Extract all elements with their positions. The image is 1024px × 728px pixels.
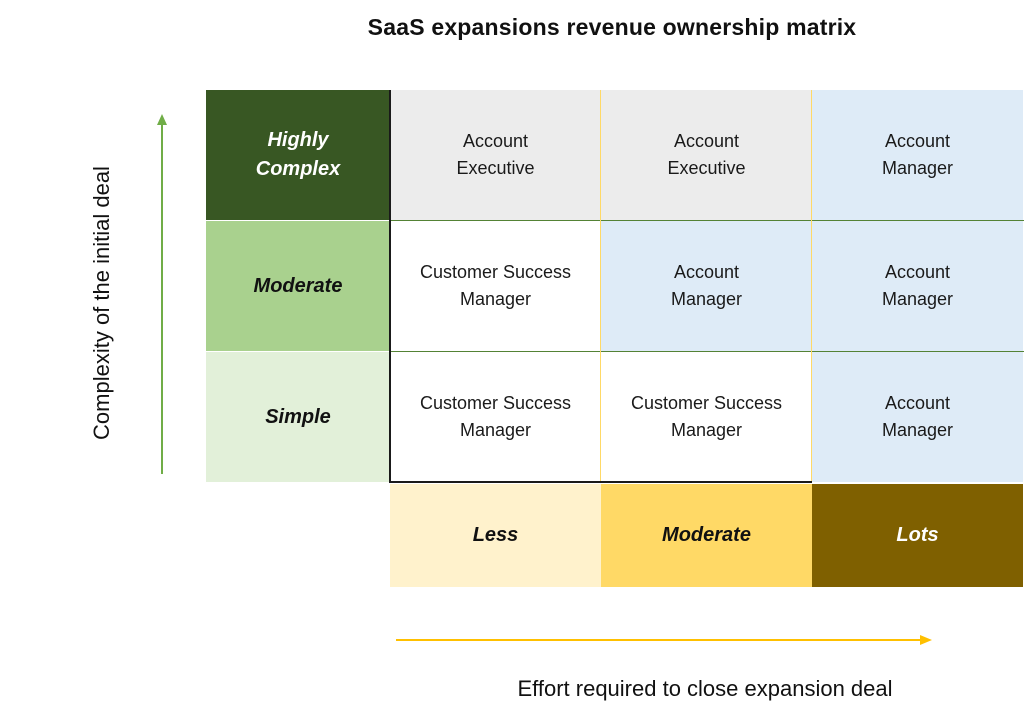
x-axis-arrow-icon (396, 635, 932, 645)
cell-label: Account Manager (881, 131, 954, 178)
row-header-label: Moderate (253, 274, 343, 297)
cell-label: Account Executive (667, 131, 746, 178)
row-header-simple: Simple (206, 352, 390, 482)
row-divider (390, 351, 1024, 352)
row-header-highly-complex: Highly Complex (206, 90, 390, 220)
row-header-moderate: Moderate (206, 221, 390, 351)
matrix-left-border (389, 90, 391, 482)
col-header-label: Less (472, 524, 519, 546)
cell-simple-lots: Account Manager (812, 352, 1023, 482)
cell-moderate-less: Customer Success Manager (390, 221, 601, 351)
cell-label: Account Manager (881, 393, 954, 440)
cell-moderate-lots: Account Manager (812, 221, 1023, 351)
cell-label: Customer Success Manager (419, 393, 572, 440)
cell-simple-less: Customer Success Manager (390, 352, 601, 482)
matrix-bottom-border (389, 481, 812, 483)
cell-highly-complex-less: Account Executive (390, 90, 601, 220)
cell-highly-complex-lots: Account Manager (812, 90, 1023, 220)
x-axis-label: Effort required to close expansion deal (517, 676, 893, 701)
column-divider (811, 90, 812, 482)
col-header-label: Moderate (662, 524, 751, 546)
cell-label: Customer Success Manager (419, 262, 572, 309)
cell-label: Account Executive (456, 131, 535, 178)
cell-label: Account Manager (670, 262, 743, 309)
cell-simple-moderate: Customer Success Manager (601, 352, 812, 482)
y-axis-arrow-head (157, 114, 167, 125)
row-header-label: Simple (265, 405, 331, 428)
column-divider (600, 90, 601, 482)
y-axis-label: Complexity of the initial deal (89, 166, 114, 440)
matrix-title: SaaS expansions revenue ownership matrix (367, 14, 857, 40)
row-header-label: Highly Complex (255, 129, 341, 180)
col-header-label: Lots (896, 524, 939, 546)
y-axis-arrow-icon (157, 114, 167, 474)
cell-moderate-moderate: Account Manager (601, 221, 812, 351)
col-header-moderate: Moderate (601, 484, 812, 587)
x-axis-arrow-head (920, 635, 932, 645)
cell-label: Account Manager (881, 262, 954, 309)
row-divider (390, 220, 1024, 221)
cell-label: Customer Success Manager (630, 393, 783, 440)
col-header-lots: Lots (812, 484, 1023, 587)
cell-highly-complex-moderate: Account Executive (601, 90, 812, 220)
col-header-less: Less (390, 484, 601, 587)
